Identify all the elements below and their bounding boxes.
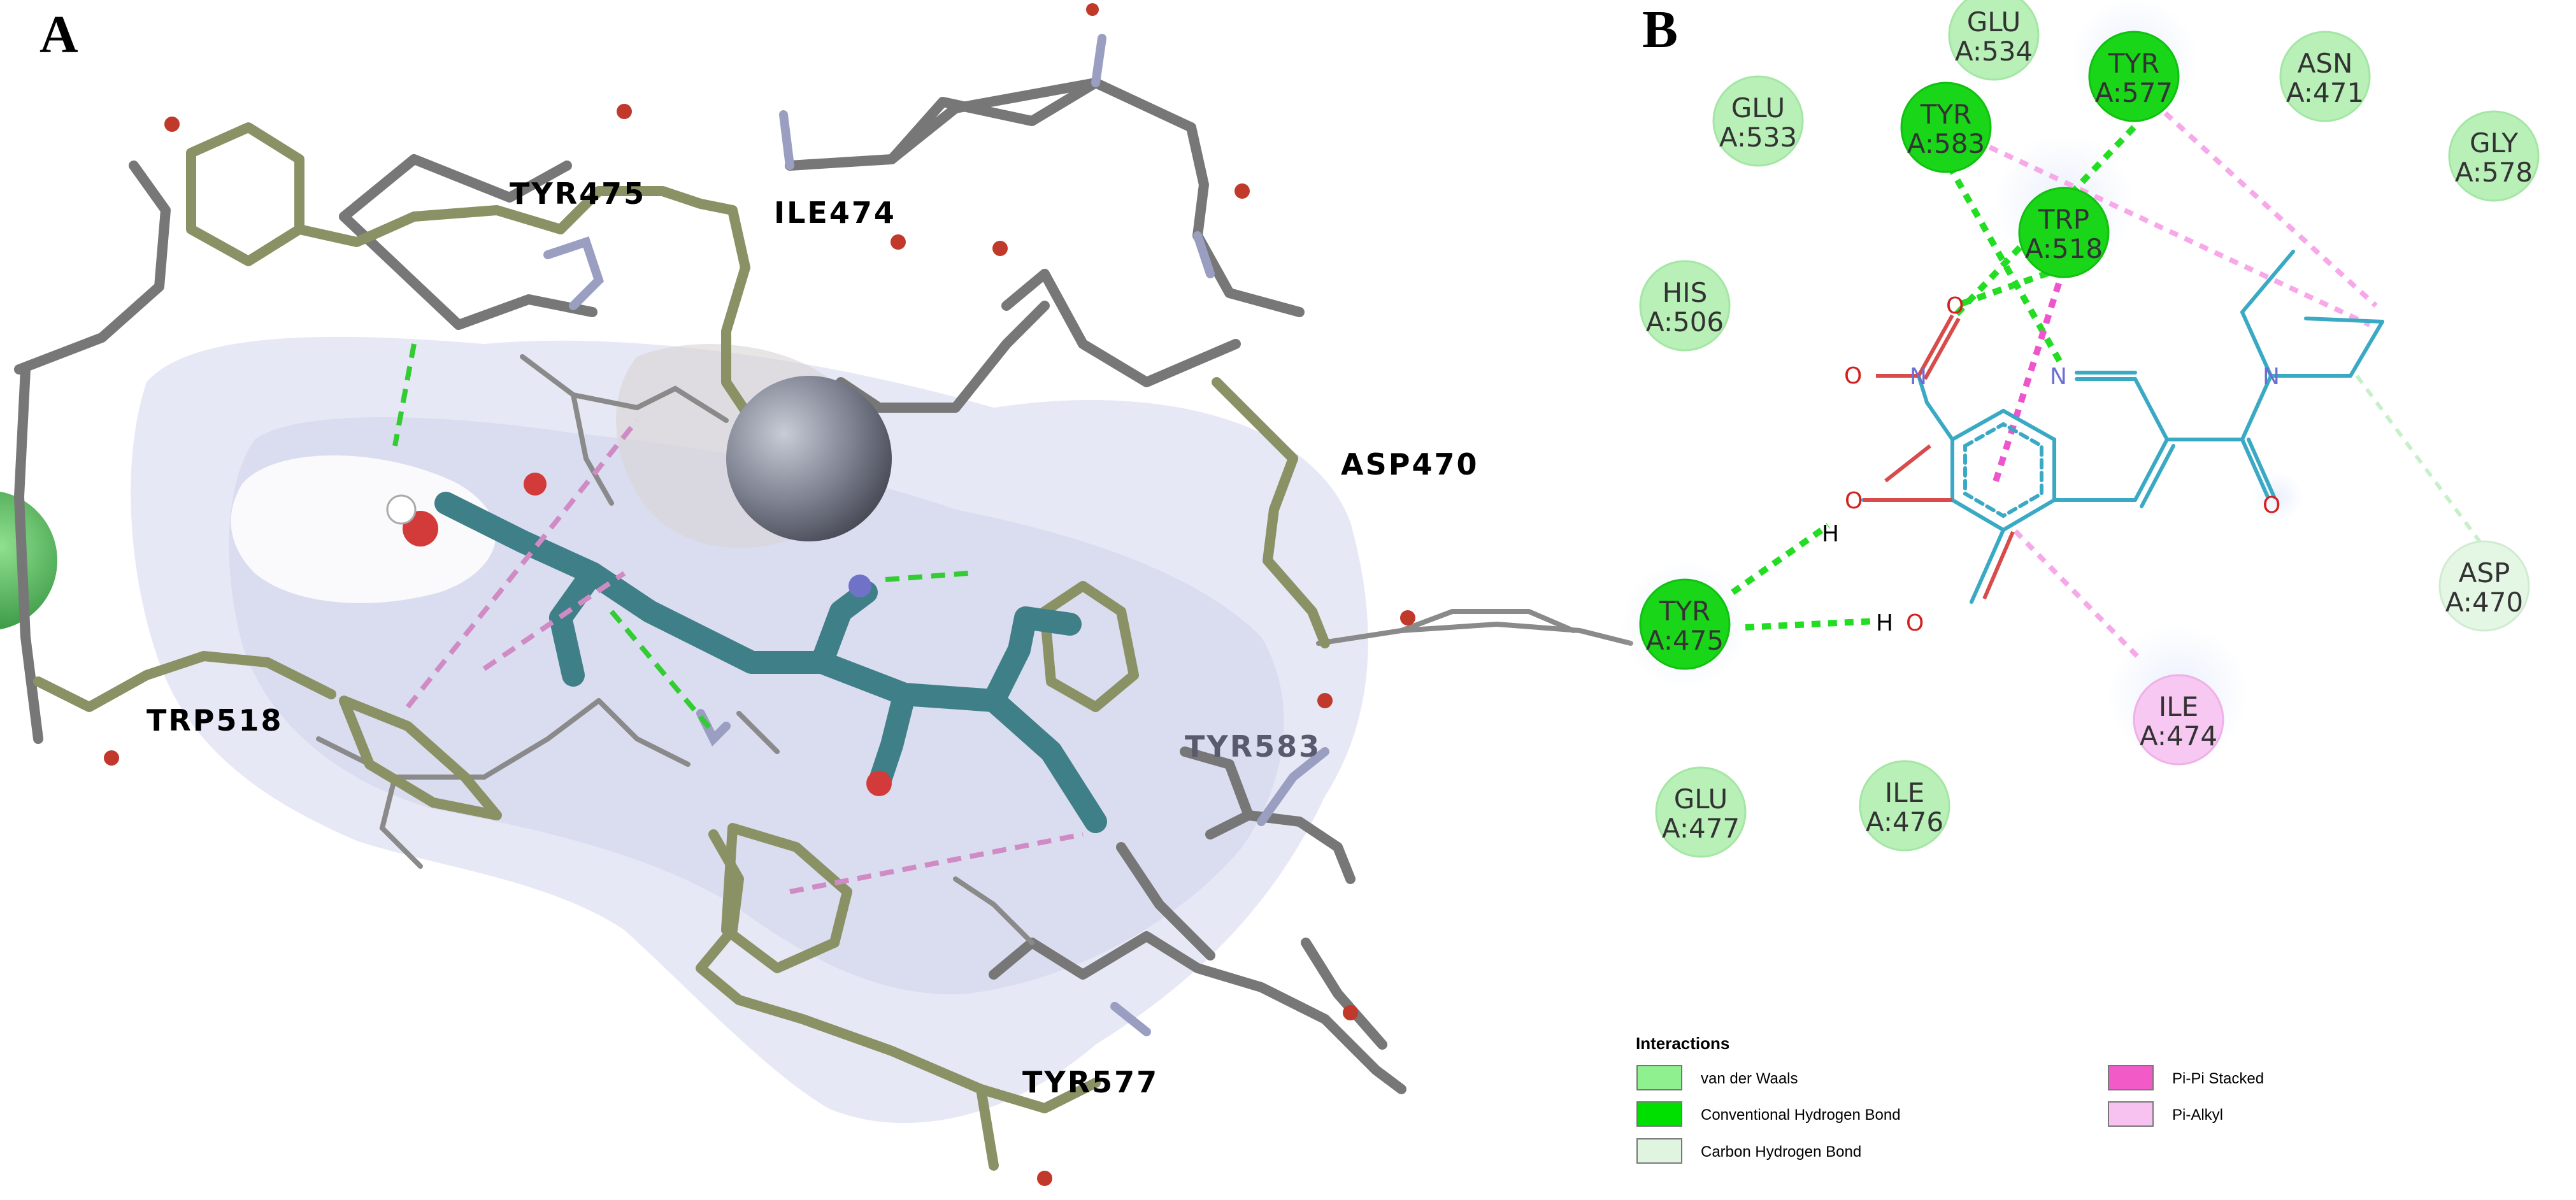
label-ile474-3d: ILE474 — [774, 196, 896, 230]
residue-name: GLY — [2470, 127, 2518, 159]
residue-id: A:533 — [1719, 122, 1797, 153]
atom-o-amide: O — [2263, 492, 2280, 518]
legend-item-pi-alkyl: Pi-Alkyl — [2108, 1101, 2223, 1127]
label-tyr583-3d: TYR583 — [1185, 729, 1321, 764]
residue-id: A:506 — [1646, 306, 1724, 338]
atom-o-nitro-left: O — [1844, 363, 1862, 389]
residue-name: GLU — [1731, 92, 1785, 124]
legend-title: Interactions — [1636, 1034, 1729, 1053]
residue-name: GLU — [1967, 6, 2021, 38]
protein-backbone-gray — [14, 78, 1406, 1094]
residue-id: A:578 — [2455, 157, 2533, 188]
atom-tips-3d — [104, 3, 1415, 1186]
metal-ion-green — [0, 491, 57, 630]
atom-n-nitro: N — [1910, 364, 1927, 390]
residue-name: HIS — [1663, 277, 1708, 308]
ligand-2d — [1861, 250, 2384, 604]
atom-h-hydroxyl-2: H — [1876, 610, 1893, 636]
residue-name: ILE — [2159, 691, 2198, 722]
residue-name: TYR — [1659, 596, 1711, 627]
panel-b: B — [1621, 0, 2540, 1164]
label-trp518-3d: TRP518 — [147, 703, 283, 738]
legend-label: van der Waals — [1701, 1070, 1798, 1087]
legend-label: Conventional Hydrogen Bond — [1701, 1106, 1901, 1124]
panel-a-letter: A — [39, 5, 78, 64]
panel-b-letter: B — [1642, 0, 1678, 59]
legend-item-conventional-hydrogen-bond: Conventional Hydrogen Bond — [1636, 1101, 1901, 1127]
ligand-oxygens-3d — [386, 473, 892, 796]
residue-name: TYR — [2108, 48, 2160, 79]
residue-name: TRP — [2038, 204, 2089, 235]
protein-residues-olive — [33, 122, 1330, 1171]
residue-id: A:476 — [1866, 806, 1943, 838]
label-tyr577-3d: TYR577 — [1022, 1065, 1159, 1099]
legend-label: Carbon Hydrogen Bond — [1701, 1143, 1861, 1161]
residue-name: ILE — [1885, 777, 1924, 808]
label-asp470-3d: ASP470 — [1341, 447, 1478, 482]
legend-swatch — [2108, 1065, 2154, 1090]
residue-name: TYR — [1920, 99, 1972, 130]
residue-id: A:534 — [1955, 36, 2033, 67]
residue-id: A:518 — [2025, 233, 2103, 264]
residue-name: ASP — [2459, 557, 2510, 589]
residue-id: A:474 — [2140, 720, 2217, 752]
legend-swatch — [1636, 1065, 1682, 1090]
residue-id: A:470 — [2445, 587, 2523, 618]
residue-id: A:471 — [2286, 77, 2364, 108]
atom-h-hydroxyl-1: H — [1822, 521, 1839, 547]
legend-item-van-der-waals: van der Waals — [1636, 1065, 1798, 1090]
legend-swatch — [2108, 1101, 2154, 1127]
atom-n-amide: N — [2263, 364, 2280, 390]
atom-n-nitrile: N — [2050, 364, 2067, 390]
interaction-lines-3d — [392, 343, 1084, 894]
ligand-2d-atoms: O O N O H O H N O N — [1822, 293, 2280, 636]
residue-id: A:477 — [1662, 813, 1740, 844]
metal-ion-gray — [726, 376, 892, 541]
legend-label: Pi-Alkyl — [2172, 1106, 2223, 1124]
legend-swatch — [1636, 1101, 1682, 1127]
residue-name: GLU — [1674, 783, 1728, 815]
panel-a: A — [0, 3, 1633, 1186]
legend-item-carbon-hydrogen-bond: Carbon Hydrogen Bond — [1636, 1138, 1861, 1164]
legend-item-pi-pi-stacked: Pi-Pi Stacked — [2108, 1065, 2264, 1090]
ligand-3d — [434, 492, 1107, 833]
ligand-2d-nitro — [1863, 314, 2015, 600]
legend-swatch — [1636, 1138, 1682, 1164]
residue-id: A:475 — [1646, 625, 1724, 656]
atom-o-hydroxyl-2: O — [1906, 610, 1924, 636]
atom-o-hydroxyl-1: O — [1845, 488, 1863, 514]
label-tyr475-3d: TYR475 — [510, 176, 646, 211]
protein-slate-sticks — [543, 34, 1329, 1036]
residue-id: A:583 — [1907, 128, 1985, 159]
atom-o-nitro-top: O — [1946, 293, 1964, 319]
residue-id: A:577 — [2095, 77, 2173, 108]
legend-label: Pi-Pi Stacked — [2172, 1070, 2264, 1087]
residue-name: ASN — [2298, 48, 2353, 79]
